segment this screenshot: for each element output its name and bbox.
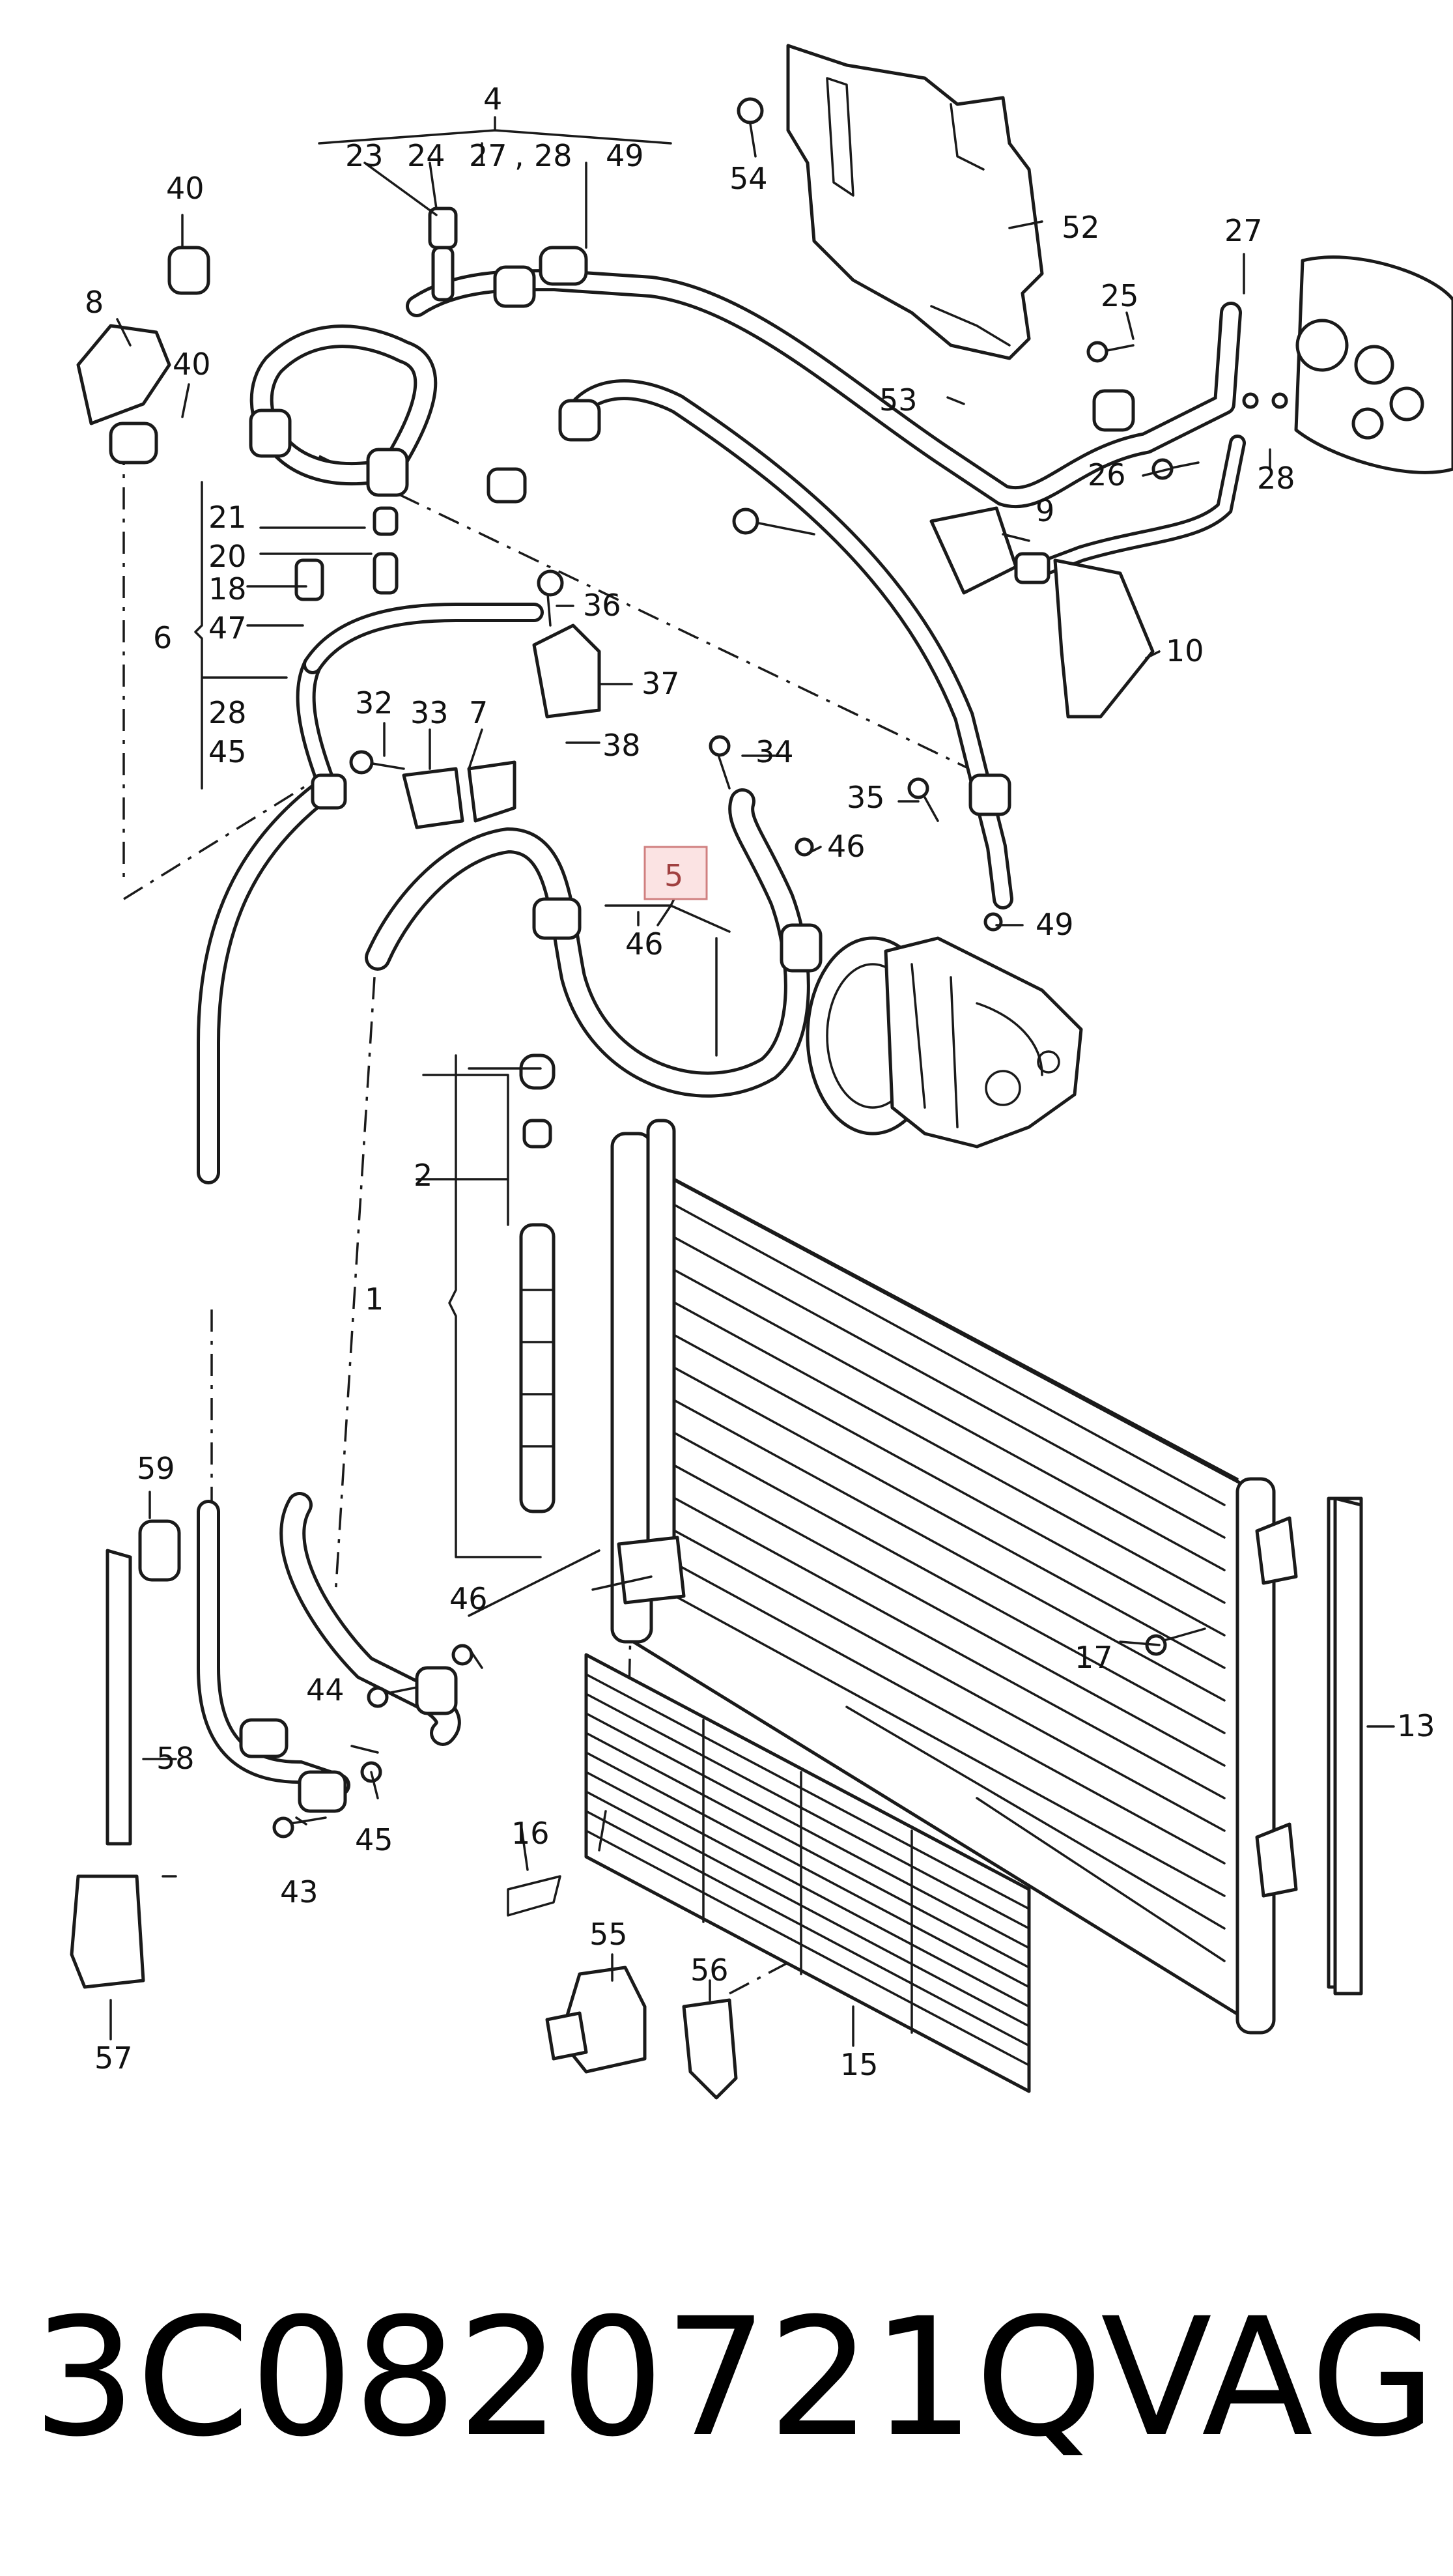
callout: 34 [755, 734, 794, 769]
callout: 45 [355, 1822, 393, 1857]
callout: 27 [1224, 213, 1263, 248]
highlight-box [643, 846, 708, 900]
seal-strips [106, 1496, 1363, 1996]
callout: 24 [407, 138, 445, 173]
callout: 59 [137, 1451, 175, 1486]
part-number: 3C0820721Q [33, 2283, 1103, 2472]
callout: 9 [1036, 493, 1054, 528]
callout: 2 [414, 1158, 432, 1193]
callout: 57 [94, 2040, 133, 2076]
callout: 44 [306, 1672, 345, 1708]
callout: 27 [469, 138, 507, 173]
small-parts [70, 207, 1288, 2100]
callout: 8 [85, 285, 104, 320]
callout: 46 [827, 829, 866, 864]
callout: 1 [365, 1281, 384, 1317]
callout: 25 [1101, 278, 1139, 313]
callout: 49 [606, 138, 644, 173]
callout: 56 [690, 1953, 729, 1988]
callout: 32 [355, 685, 393, 721]
callout: 38 [602, 728, 641, 763]
grille [584, 1653, 1031, 2093]
callout: 20 [208, 539, 247, 574]
leader-lines [109, 116, 1395, 2047]
compressor-right [1294, 255, 1453, 474]
ac-compressor [806, 936, 1083, 1149]
callout: 54 [729, 161, 768, 196]
callout: 47 [208, 610, 247, 646]
callout: 28 [1257, 461, 1295, 496]
callout: 17 [1075, 1640, 1113, 1675]
callout: 46 [625, 926, 664, 962]
brand: VAG [1101, 2283, 1437, 2472]
callout: 6 [153, 620, 172, 655]
callout: 13 [1397, 1708, 1435, 1743]
callout: 43 [280, 1874, 318, 1910]
hose-fittings [239, 246, 1135, 1758]
callout: 28 [208, 695, 247, 730]
callout: 35 [847, 780, 885, 815]
callout: 16 [511, 1816, 550, 1851]
callout: 18 [208, 571, 247, 607]
callout: 4 [483, 81, 502, 117]
callout: 21 [208, 500, 247, 535]
callout: 40 [173, 347, 211, 382]
callout: 33 [410, 695, 449, 730]
callout: 37 [642, 666, 680, 701]
callout: 52 [1062, 210, 1100, 245]
footer: 3C0820721Q VAG [0, 2293, 1453, 2463]
parts-diagram: 4 23 24 27 , 28 49 54 52 40 8 40 27 25 5… [70, 44, 1453, 2100]
callout: 40 [166, 171, 205, 206]
callout: 53 [879, 382, 918, 418]
callout: 36 [583, 588, 621, 623]
callout: 28 [534, 138, 572, 173]
callout: 46 [449, 1581, 488, 1616]
callout: 7 [469, 695, 488, 730]
callout: 55 [589, 1917, 628, 1952]
heat-shield [737, 44, 1044, 360]
callout: 45 [208, 734, 247, 769]
callout: 49 [1036, 907, 1074, 942]
callout: 15 [840, 2047, 879, 2082]
callout: 10 [1166, 633, 1204, 668]
callouts: 4 23 24 27 , 28 49 54 52 40 8 40 27 25 5… [85, 81, 1435, 2082]
callout: 23 [345, 138, 384, 173]
condenser [610, 1119, 1363, 2035]
callout: , [515, 138, 524, 173]
callout: 26 [1088, 457, 1126, 493]
callout: 58 [156, 1741, 195, 1776]
callout: 5 [664, 858, 683, 893]
